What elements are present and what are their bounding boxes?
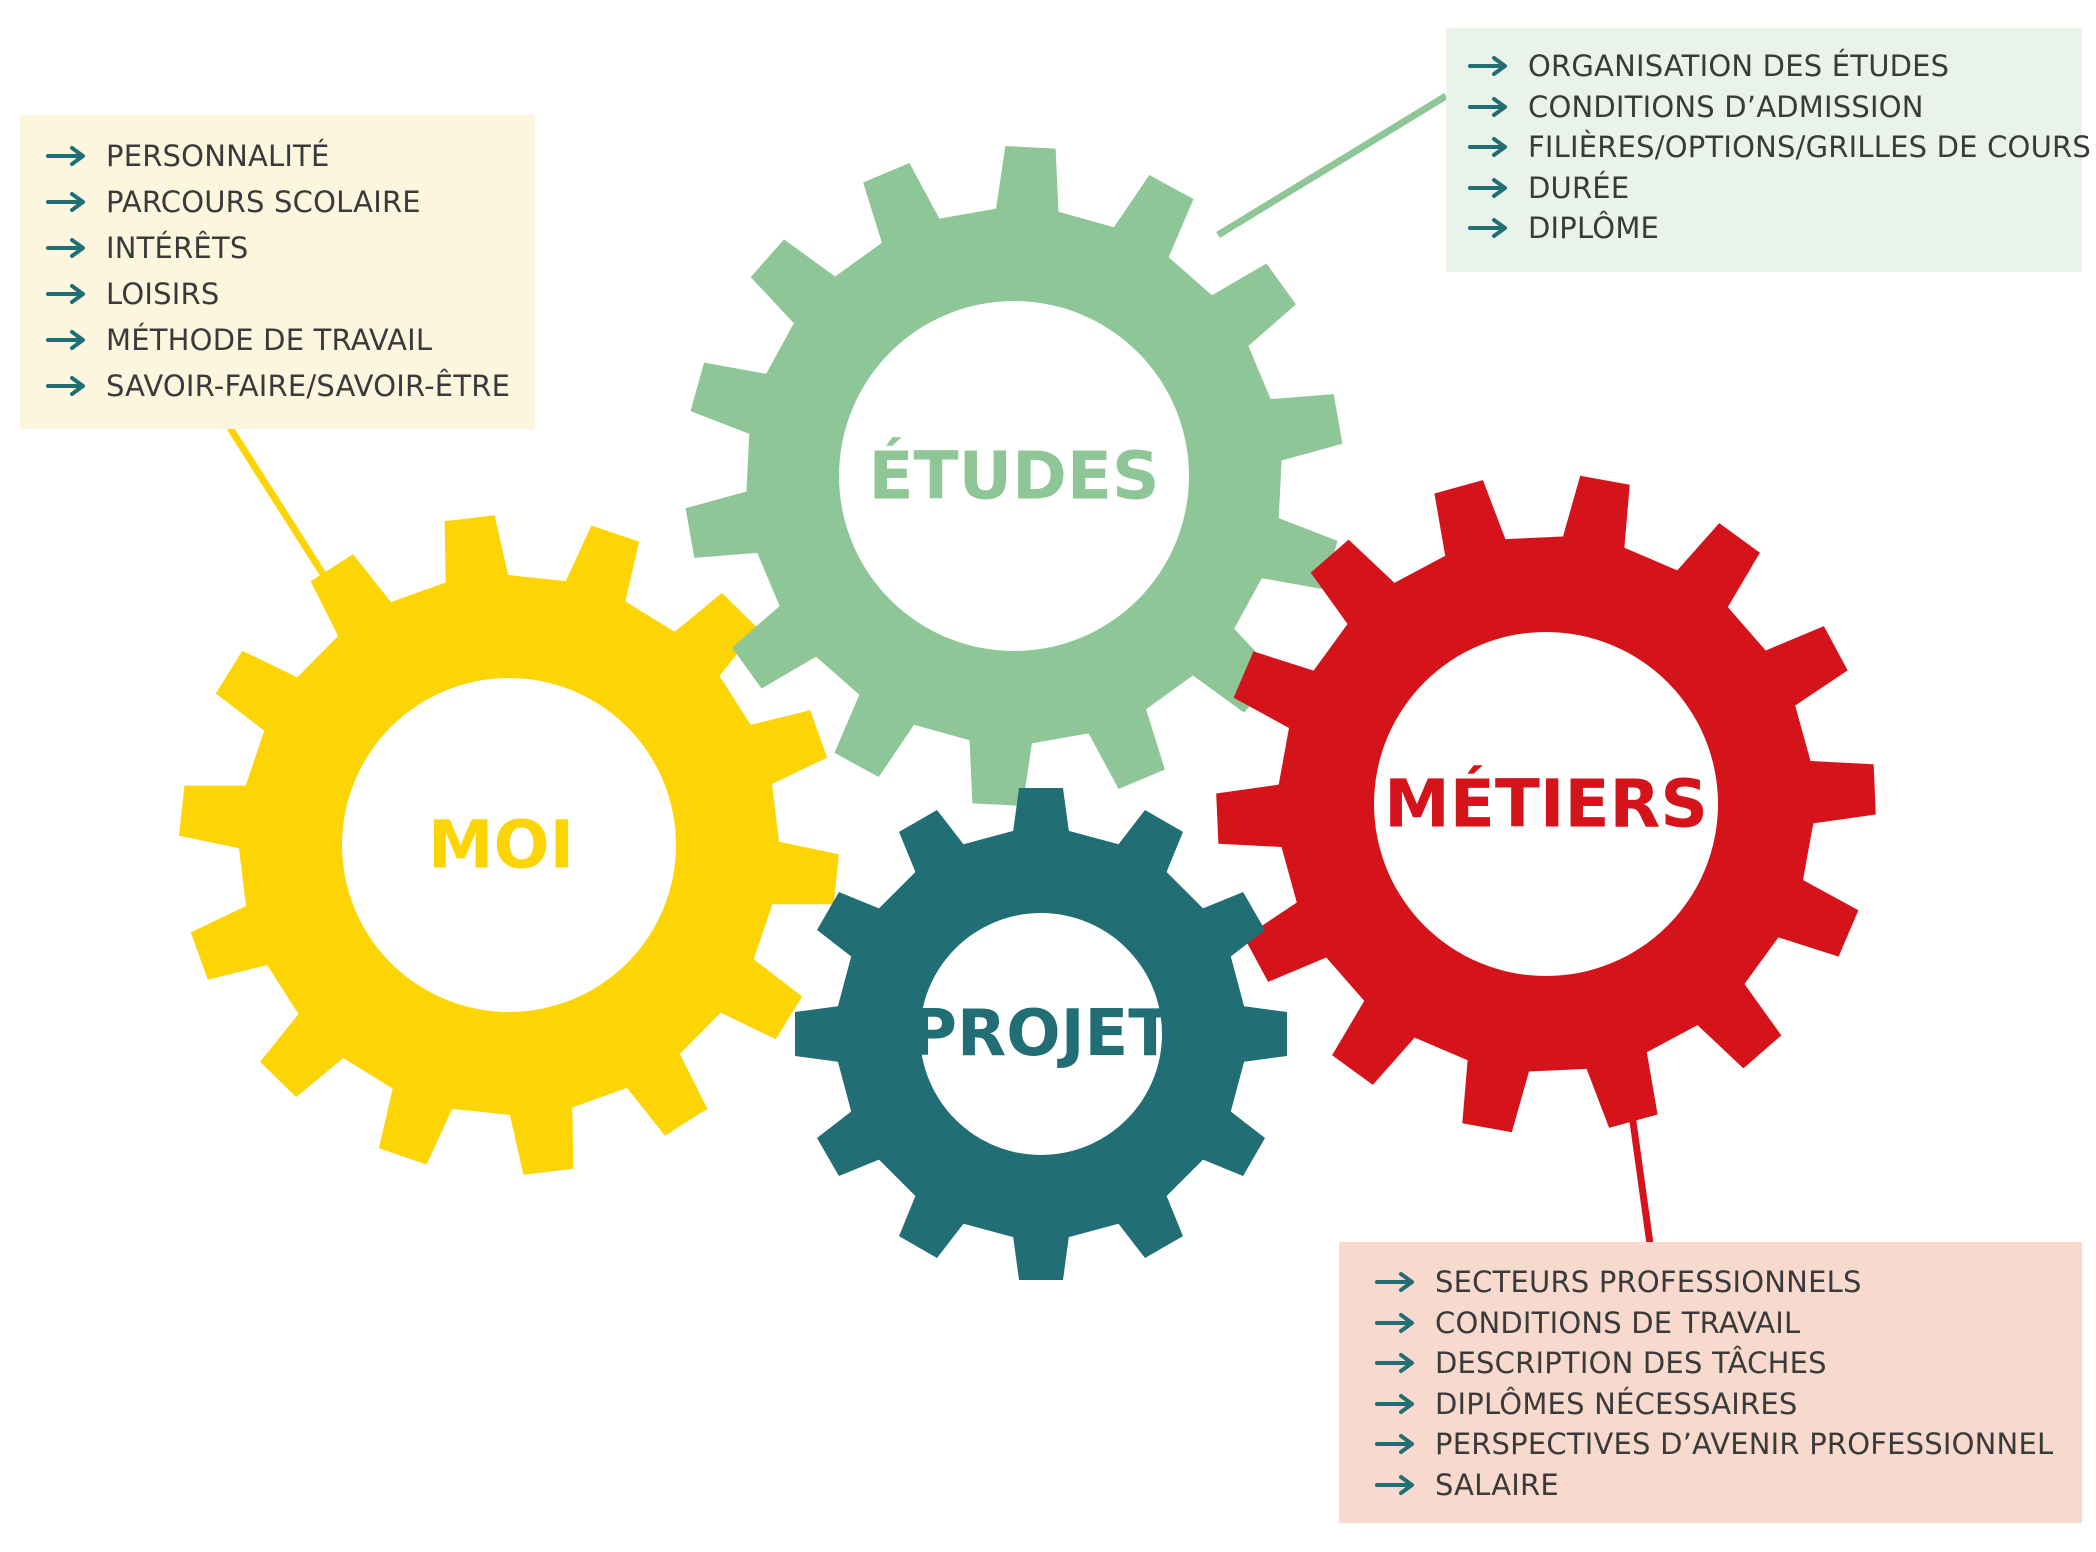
connector-line-moi: [227, 426, 333, 587]
arrow-right-icon: [1375, 1393, 1435, 1415]
arrow-right-icon: [1468, 136, 1528, 158]
info-box-metiers: SECTEURS PROFESSIONNELS CONDITIONS DE TR…: [1339, 1242, 2082, 1523]
arrow-right-icon: [1375, 1312, 1435, 1334]
info-box-etudes: ORGANISATION DES ÉTUDES CONDITIONS D’ADM…: [1446, 28, 2091, 272]
arrow-right-icon: [46, 237, 106, 259]
gear-etudes-label: ÉTUDES: [868, 437, 1159, 515]
list-item: SECTEURS PROFESSIONNELS: [1375, 1262, 2082, 1303]
list-item-text: DURÉE: [1528, 170, 1630, 205]
gear-projet-label: PROJET: [910, 997, 1172, 1071]
list-item: SAVOIR-FAIRE/SAVOIR-ÊTRE: [46, 363, 535, 409]
gear-metiers-shape: [1216, 475, 1876, 1133]
list-item-text: CONDITIONS DE TRAVAIL: [1435, 1305, 1801, 1340]
list-item-text: FILIÈRES/OPTIONS/GRILLES DE COURS: [1528, 130, 2091, 165]
info-list-metiers: SECTEURS PROFESSIONNELS CONDITIONS DE TR…: [1375, 1262, 2082, 1505]
list-item: PERSPECTIVES D’AVENIR PROFESSIONNEL: [1375, 1424, 2082, 1465]
arrow-right-icon: [1375, 1433, 1435, 1455]
list-item-text: DESCRIPTION DES TÂCHES: [1435, 1346, 1827, 1381]
connector-line-metiers: [1626, 1099, 1654, 1245]
list-item: ORGANISATION DES ÉTUDES: [1468, 46, 2082, 87]
list-item: LOISIRS: [46, 271, 535, 317]
gear-metiers-label: MÉTIERS: [1384, 765, 1708, 843]
list-item: INTÉRÊTS: [46, 225, 535, 271]
info-list-etudes: ORGANISATION DES ÉTUDES CONDITIONS D’ADM…: [1468, 46, 2091, 249]
list-item: FILIÈRES/OPTIONS/GRILLES DE COURS: [1468, 127, 2091, 168]
list-item-text: SALAIRE: [1435, 1467, 1559, 1502]
arrow-right-icon: [46, 283, 106, 305]
list-item-text: PARCOURS SCOLAIRE: [106, 185, 421, 219]
list-item-text: SAVOIR-FAIRE/SAVOIR-ÊTRE: [106, 369, 511, 403]
gear-metiers: MÉTIERS: [1216, 475, 1876, 1133]
arrow-right-icon: [1375, 1352, 1435, 1374]
list-item: MÉTHODE DE TRAVAIL: [46, 317, 535, 363]
arrow-right-icon: [46, 329, 106, 351]
list-item: PARCOURS SCOLAIRE: [46, 179, 535, 225]
list-item-text: INTÉRÊTS: [106, 231, 249, 265]
list-item-text: LOISIRS: [106, 277, 220, 311]
arrow-right-icon: [46, 145, 106, 167]
list-item-text: CONDITIONS D’ADMISSION: [1528, 89, 1924, 124]
list-item-text: ORGANISATION DES ÉTUDES: [1528, 49, 1950, 84]
gear-projet-shape: [795, 788, 1287, 1280]
info-list-moi: PERSONNALITÉ PARCOURS SCOLAIRE INTÉRÊTS …: [46, 133, 535, 409]
arrow-right-icon: [1375, 1271, 1435, 1293]
list-item: SALAIRE: [1375, 1465, 2082, 1506]
list-item: DIPLÔMES NÉCESSAIRES: [1375, 1384, 2082, 1425]
connector-line-etudes: [1216, 93, 1448, 238]
list-item: CONDITIONS D’ADMISSION: [1468, 87, 2082, 128]
list-item-text: DIPLÔMES NÉCESSAIRES: [1435, 1386, 1798, 1421]
list-item-text: DIPLÔME: [1528, 211, 1660, 246]
arrow-right-icon: [46, 191, 106, 213]
arrow-right-icon: [1375, 1474, 1435, 1496]
gear-projet: PROJET: [795, 788, 1287, 1280]
arrow-right-icon: [1468, 55, 1528, 77]
list-item-text: PERSPECTIVES D’AVENIR PROFESSIONNEL: [1435, 1427, 2054, 1462]
gear-moi-shape: [179, 515, 839, 1175]
gear-etudes-shape: [685, 146, 1343, 806]
list-item: DESCRIPTION DES TÂCHES: [1375, 1343, 2082, 1384]
gear-moi-label: MOI: [428, 807, 574, 884]
list-item: CONDITIONS DE TRAVAIL: [1375, 1303, 2082, 1344]
list-item-text: MÉTHODE DE TRAVAIL: [106, 323, 433, 357]
list-item-text: PERSONNALITÉ: [106, 139, 330, 173]
arrow-right-icon: [1468, 177, 1528, 199]
arrow-right-icon: [1468, 217, 1528, 239]
arrow-right-icon: [46, 375, 106, 397]
list-item: PERSONNALITÉ: [46, 133, 535, 179]
list-item: DURÉE: [1468, 168, 2082, 209]
gear-etudes: ÉTUDES: [685, 146, 1343, 806]
list-item: DIPLÔME: [1468, 208, 2082, 249]
arrow-right-icon: [1468, 96, 1528, 118]
info-box-moi: PERSONNALITÉ PARCOURS SCOLAIRE INTÉRÊTS …: [20, 115, 535, 429]
gear-moi: MOI: [179, 515, 839, 1175]
list-item-text: SECTEURS PROFESSIONNELS: [1435, 1265, 1862, 1300]
